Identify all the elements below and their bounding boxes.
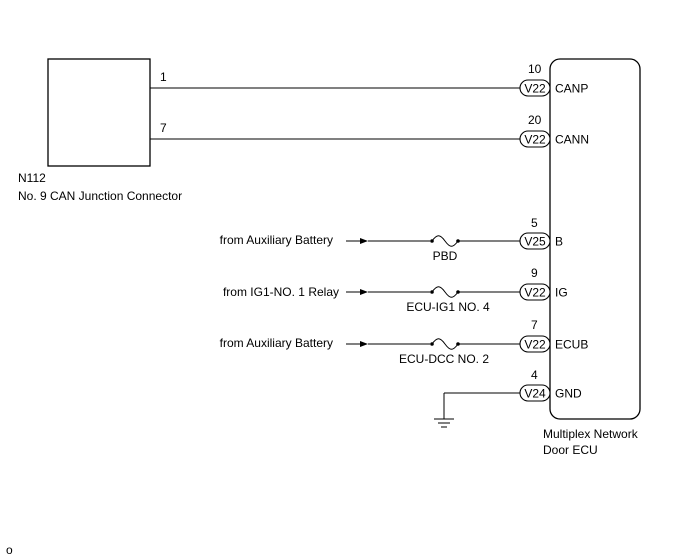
ecu-name-line2: Door ECU [543, 443, 598, 457]
terminal-signal-canp: CANP [555, 82, 588, 96]
connector-code-ig: V22 [524, 286, 546, 300]
footer-mark: o [6, 543, 13, 557]
terminal-pin-ecub: 7 [531, 318, 538, 332]
arrow-head-ig [360, 289, 368, 295]
fuse-symbol-pbd [431, 235, 459, 247]
connector-code-canp: V22 [524, 82, 546, 96]
terminal-signal-gnd: GND [555, 387, 582, 401]
terminal-pin-gnd: 4 [531, 368, 538, 382]
fuse-label-ecu-dcc: ECU-DCC NO. 2 [399, 352, 489, 366]
terminal-signal-cann: CANN [555, 133, 589, 147]
connector-pill-cann [519, 130, 551, 148]
connector-pill-ig [519, 283, 551, 301]
terminal-pin-b: 5 [531, 216, 538, 230]
connector-pill-ecub [519, 335, 551, 353]
fuse-label-ecu-ig1: ECU-IG1 NO. 4 [406, 300, 490, 314]
terminal-signal-b: B [555, 235, 563, 249]
connector-pill-b [519, 232, 551, 250]
junction-connector-code: N112 [18, 171, 46, 185]
ecu-name-line1: Multiplex Network [543, 427, 639, 441]
junction-pin-1: 1 [160, 70, 167, 84]
terminal-pin-ig: 9 [531, 266, 538, 280]
terminal-signal-ig: IG [555, 286, 568, 300]
terminal-pin-cann: 20 [528, 113, 542, 127]
fuse-symbol-ecu-dcc [431, 338, 459, 350]
connector-code-ecub: V22 [524, 338, 546, 352]
terminal-signal-ecub: ECUB [555, 338, 588, 352]
power-source-ig: from IG1-NO. 1 Relay [223, 285, 339, 299]
junction-connector-name: No. 9 CAN Junction Connector [18, 189, 182, 203]
terminal-pin-canp: 10 [528, 62, 542, 76]
arrow-head-b [360, 238, 368, 244]
arrow-head-ecub [360, 341, 368, 347]
connector-code-cann: V22 [524, 133, 546, 147]
ecu-box [549, 58, 641, 420]
power-source-b: from Auxiliary Battery [220, 233, 333, 247]
fuse-symbol-ecu-ig1 [431, 286, 459, 298]
connector-pill-gnd [519, 384, 551, 402]
connector-code-b: V25 [524, 235, 546, 249]
junction-connector-box [47, 58, 151, 167]
power-source-ecub: from Auxiliary Battery [220, 336, 333, 350]
ground-symbol-icon [434, 418, 454, 428]
connector-code-gnd: V24 [524, 387, 546, 401]
fuse-label-pbd: PBD [433, 249, 458, 263]
connector-pill-canp [519, 79, 551, 97]
junction-pin-7: 7 [160, 121, 167, 135]
